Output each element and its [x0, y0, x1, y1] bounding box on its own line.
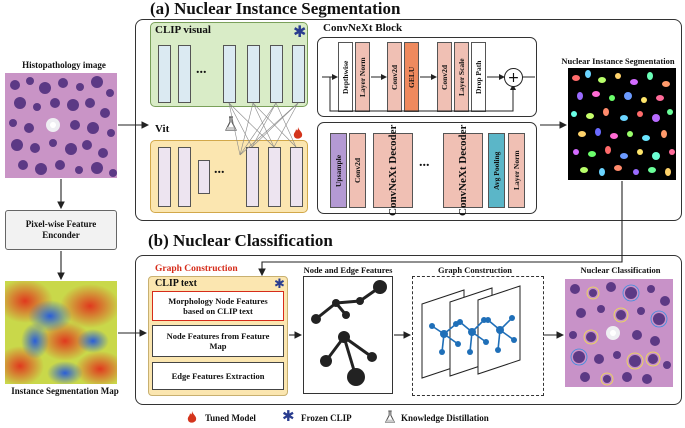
flask-icon	[384, 410, 396, 428]
clip-visual-label: CLIP visual	[155, 24, 211, 36]
vit-token-column	[290, 147, 303, 207]
flask-icon	[224, 116, 238, 137]
clip-token-column	[292, 45, 305, 103]
residual-add: +	[504, 68, 523, 87]
flame-icon	[293, 127, 303, 145]
asterisk-icon: ✱	[282, 407, 295, 425]
pixel-encoder-label: Pixel-wise Feature Enconder	[25, 219, 97, 240]
legend-tuned: Tuned Model	[205, 413, 256, 423]
instance-segmentation-map	[0, 279, 125, 387]
node-edge-title: Node and Edge Features	[303, 265, 393, 275]
instance-map-label: Instance Segmentation Map	[11, 386, 119, 396]
clip-token-column	[247, 45, 260, 103]
vit-token-column	[198, 160, 210, 194]
clip-token-column	[223, 45, 236, 103]
edge-features-box: Edge Features Extraction	[152, 362, 284, 390]
vit-ellipsis: ...	[214, 162, 225, 177]
section-a-title: (a) Nuclear Instance Segmentation	[150, 0, 401, 18]
classification-title: Nuclear Classification	[580, 265, 661, 275]
morphology-box: Morphology Node Features based on CLIP t…	[152, 291, 284, 321]
node-features-box: Node Features from Feature Map	[152, 325, 284, 357]
vit-token-column	[178, 147, 191, 207]
vit-panel	[150, 140, 308, 213]
decoder-ellipsis: ...	[419, 155, 430, 170]
graph-construction-frame	[412, 276, 544, 396]
pixel-encoder-box: Pixel-wise Feature Enconder	[5, 210, 117, 250]
vit-token-column	[158, 147, 171, 207]
clip-text-label: CLIP text	[155, 278, 197, 289]
node-edge-graph	[311, 280, 387, 386]
node-features-label: Node Features from Feature Map	[166, 331, 270, 351]
classification-output-image	[565, 279, 673, 387]
asterisk-icon: ✱	[274, 277, 285, 292]
legend-distill: Knowledge Distillation	[401, 413, 489, 423]
graph-construction-title: Graph Construction	[438, 265, 512, 275]
histopathology-image	[5, 73, 117, 178]
seg-output-label: Nuclear Instance Segmentation	[561, 56, 675, 66]
clip-token-column	[158, 45, 171, 103]
legend-frozen: Frozen CLIP	[301, 413, 352, 423]
edge-features-label: Edge Features Extraction	[171, 371, 265, 381]
vit-label: Vit	[155, 123, 170, 135]
histo-label: Histopathology image	[22, 60, 106, 70]
clip-token-column	[178, 45, 191, 103]
segmentation-output-image	[568, 68, 676, 180]
asterisk-icon: ✱	[293, 22, 307, 41]
morphology-label: Morphology Node Features based on CLIP t…	[168, 296, 268, 316]
clip-ellipsis: ...	[196, 62, 207, 77]
node-edge-panel	[303, 276, 393, 394]
vit-token-column	[268, 147, 281, 207]
flame-icon	[187, 411, 197, 428]
convnext-block-label: ConvNeXt Block	[323, 22, 403, 34]
graph-layers	[421, 285, 521, 379]
graph-construction-red-label: Graph Construction	[155, 264, 238, 274]
clip-token-column	[270, 45, 283, 103]
section-b-title: (b) Nuclear Classification	[148, 231, 333, 250]
vit-token-column	[246, 147, 259, 207]
